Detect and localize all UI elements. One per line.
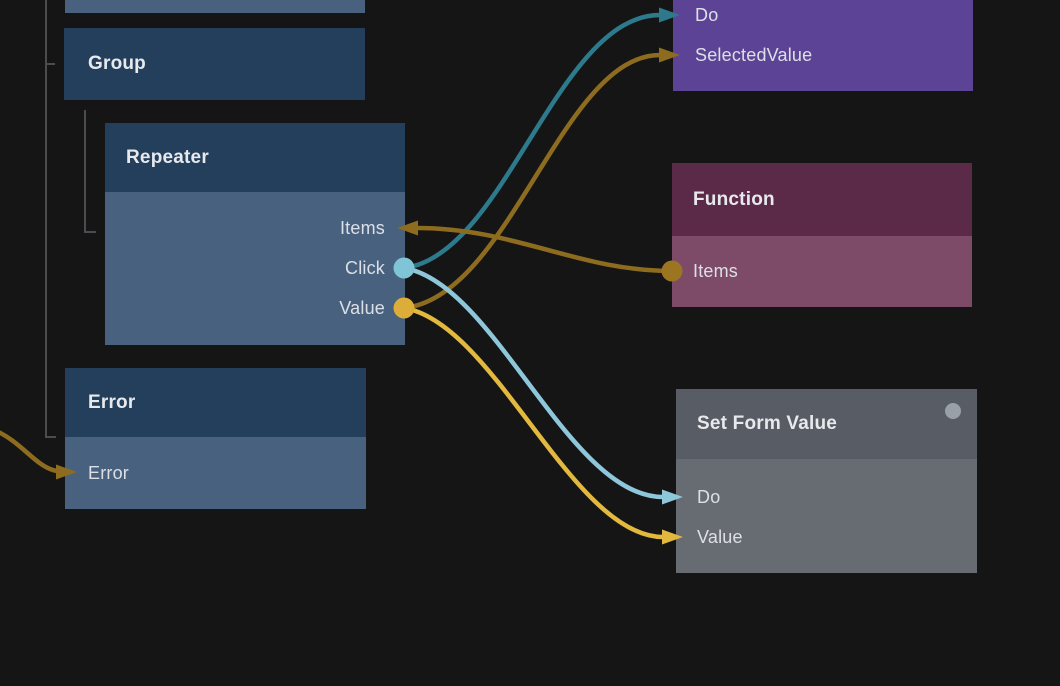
node-error-body: Error: [65, 437, 366, 509]
port-repeater-items-label: Items: [339, 218, 385, 238]
edge-offscreen-to-error[interactable]: [0, 429, 60, 474]
port-repeater-value-label: Value: [339, 298, 385, 318]
tree-guide-repeater: [84, 110, 96, 233]
node-event[interactable]: Do SelectedValue: [673, 0, 973, 91]
port-function-items[interactable]: Items: [672, 236, 972, 307]
node-set-form-value[interactable]: Set Form Value Do Value: [676, 389, 977, 573]
node-clipped-top[interactable]: [65, 0, 365, 13]
port-setformvalue-do-label: Do: [697, 487, 721, 507]
edge-repeater-click-to-event-do[interactable]: [401, 12, 663, 271]
edge-function-items-to-repeater-items[interactable]: [414, 225, 675, 274]
port-function-items-label: Items: [693, 261, 739, 281]
port-repeater-items[interactable]: Items: [105, 208, 405, 248]
node-status-dot-icon: [945, 403, 961, 419]
port-setformvalue-value[interactable]: Value: [676, 517, 977, 557]
port-setformvalue-do[interactable]: Do: [676, 477, 977, 517]
port-repeater-click[interactable]: Click: [105, 248, 405, 288]
port-error-error-label: Error: [88, 463, 129, 483]
node-repeater[interactable]: Repeater Items Click Value: [105, 123, 405, 345]
node-error[interactable]: Error Error: [65, 368, 366, 509]
node-set-form-value-header[interactable]: Set Form Value: [676, 389, 977, 459]
node-set-form-value-body: Do Value: [676, 459, 977, 573]
edge-repeater-click-to-setformvalue-do[interactable]: [401, 265, 666, 500]
node-group[interactable]: Group: [64, 28, 365, 100]
node-repeater-body: Items Click Value: [105, 192, 405, 345]
node-function-title: Function: [693, 189, 775, 210]
port-event-do[interactable]: Do: [695, 0, 718, 35]
edge-repeater-value-to-setformvalue-value[interactable]: [401, 305, 666, 540]
port-event-do-label: Do: [695, 5, 719, 25]
node-repeater-title: Repeater: [126, 147, 209, 168]
node-repeater-header[interactable]: Repeater: [105, 123, 405, 192]
port-event-selectedvalue-label: SelectedValue: [695, 45, 813, 65]
port-repeater-click-label: Click: [345, 258, 385, 278]
node-error-header[interactable]: Error: [65, 368, 366, 437]
port-error-error[interactable]: Error: [65, 437, 366, 509]
port-repeater-value[interactable]: Value: [105, 288, 405, 328]
node-error-title: Error: [88, 392, 136, 413]
node-function-body: Items: [672, 236, 972, 307]
node-set-form-value-title: Set Form Value: [697, 413, 838, 434]
node-function[interactable]: Function Items: [672, 163, 972, 307]
edge-repeater-value-to-event-selectedvalue[interactable]: [401, 52, 663, 311]
node-group-title: Group: [88, 53, 146, 74]
tree-guide-outer: [45, 0, 56, 438]
port-setformvalue-value-label: Value: [697, 527, 743, 547]
port-event-selectedvalue[interactable]: SelectedValue: [695, 35, 812, 75]
node-function-header[interactable]: Function: [672, 163, 972, 236]
